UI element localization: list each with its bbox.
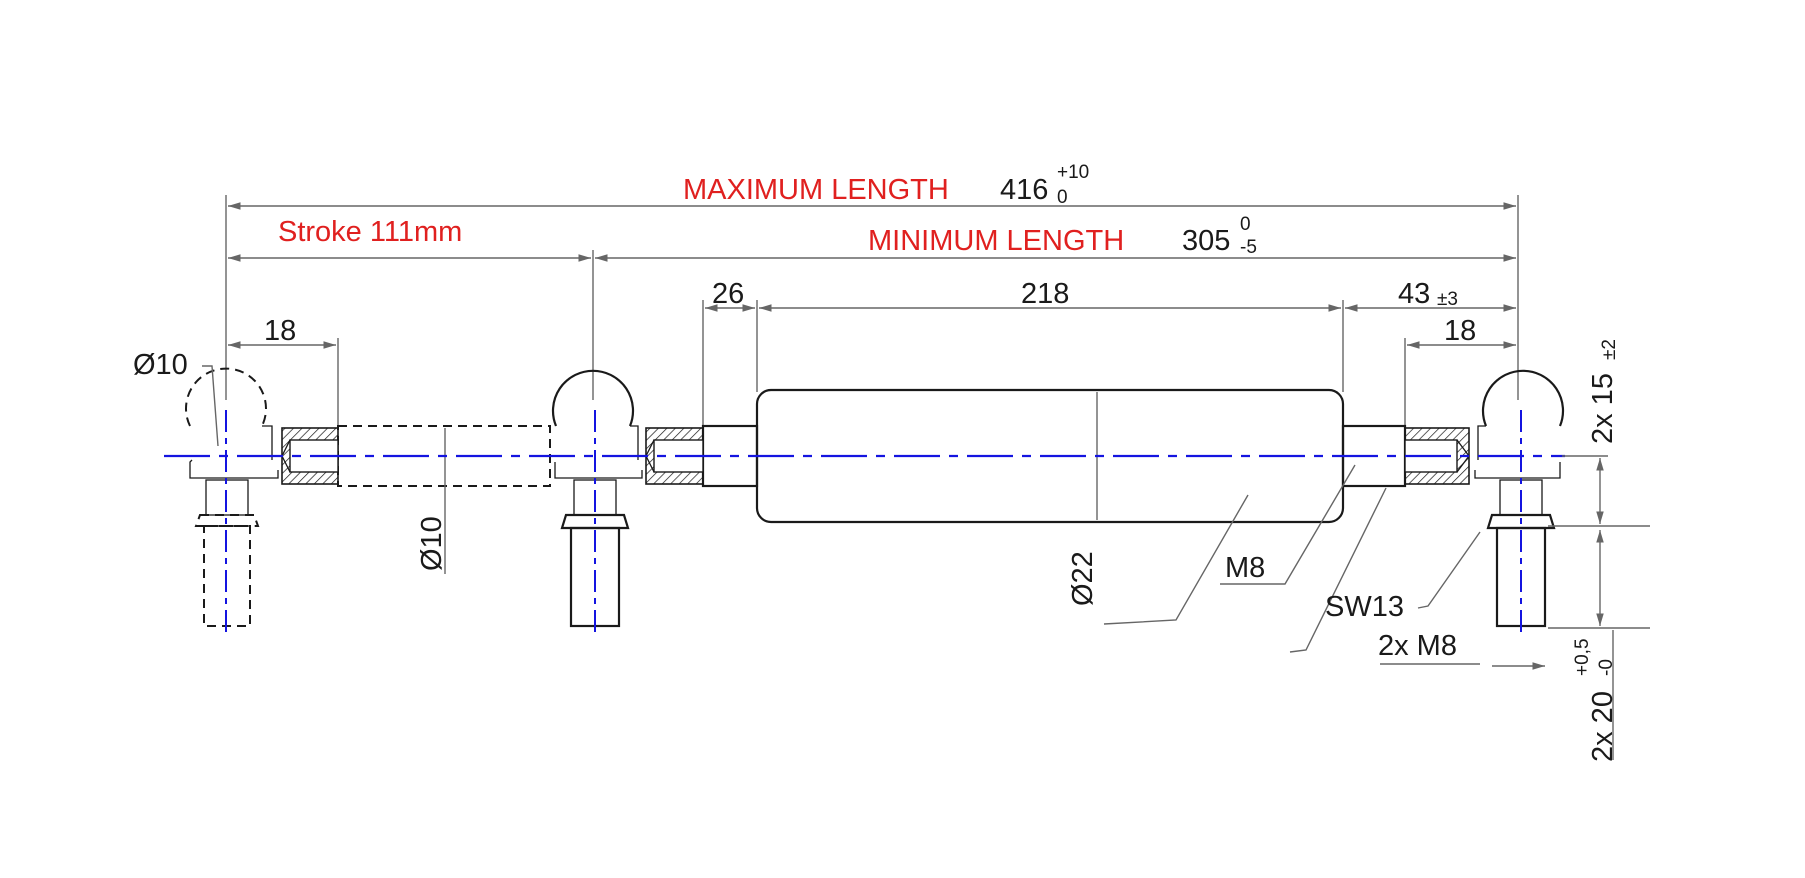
max-length-value: 416 (1000, 174, 1048, 206)
callouts: M8 SW13 2x M8 (1103, 464, 1481, 665)
min-length-value: 305 (1182, 225, 1230, 257)
min-length-tol-upper: 0 (1240, 214, 1251, 235)
side-height-15-tolerance: ±2 (1599, 339, 1620, 360)
side-height-20-tol-upper: +0,5 (1572, 638, 1593, 676)
max-length-tol-upper: +10 (1057, 162, 1089, 183)
min-length-tol-lower: -5 (1240, 237, 1257, 258)
max-length-tol-lower: 0 (1057, 187, 1068, 208)
cylinder-diameter-label: Ø22 (1067, 551, 1099, 606)
min-length-label: MINIMUM LENGTH (868, 225, 1124, 257)
right-ball-joint (1404, 369, 1565, 628)
ball-diameter-label: Ø10 (133, 349, 188, 381)
right-fitting-length-label: 18 (1444, 315, 1476, 347)
thread-callout: M8 (1225, 552, 1265, 584)
wrench-size-callout: SW13 (1325, 591, 1404, 623)
side-dimensions: 2x 15 ±2 2x 20 +0,5 -0 (1492, 339, 1650, 762)
cylinder-offset-label: 26 (712, 278, 744, 310)
left-fitting-length-label: 18 (264, 315, 296, 347)
side-height-20-tol-lower: -0 (1596, 659, 1617, 676)
left-ball-joint: Ø10 (133, 349, 339, 627)
middle-ball-joint (551, 369, 704, 628)
stud-thread-callout: 2x M8 (1378, 630, 1457, 662)
side-height-15-label: 2x 15 (1587, 373, 1619, 444)
side-height-20-label: 2x 20 (1587, 691, 1619, 762)
right-end-length-label: 43 (1398, 278, 1430, 310)
cylinder-length-label: 218 (1021, 278, 1069, 310)
right-end-tolerance: ±3 (1437, 289, 1458, 310)
stroke-label: Stroke 111mm (278, 216, 462, 248)
rod-diameter-label: Ø10 (416, 516, 448, 571)
length-dimensions: MAXIMUM LENGTH 416 +10 0 Stroke 111mm MI… (225, 162, 1519, 400)
max-length-label: MAXIMUM LENGTH (683, 174, 949, 206)
detail-dimensions: 18 26 218 43 ±3 18 (228, 278, 1516, 425)
center-axes (164, 410, 1565, 632)
